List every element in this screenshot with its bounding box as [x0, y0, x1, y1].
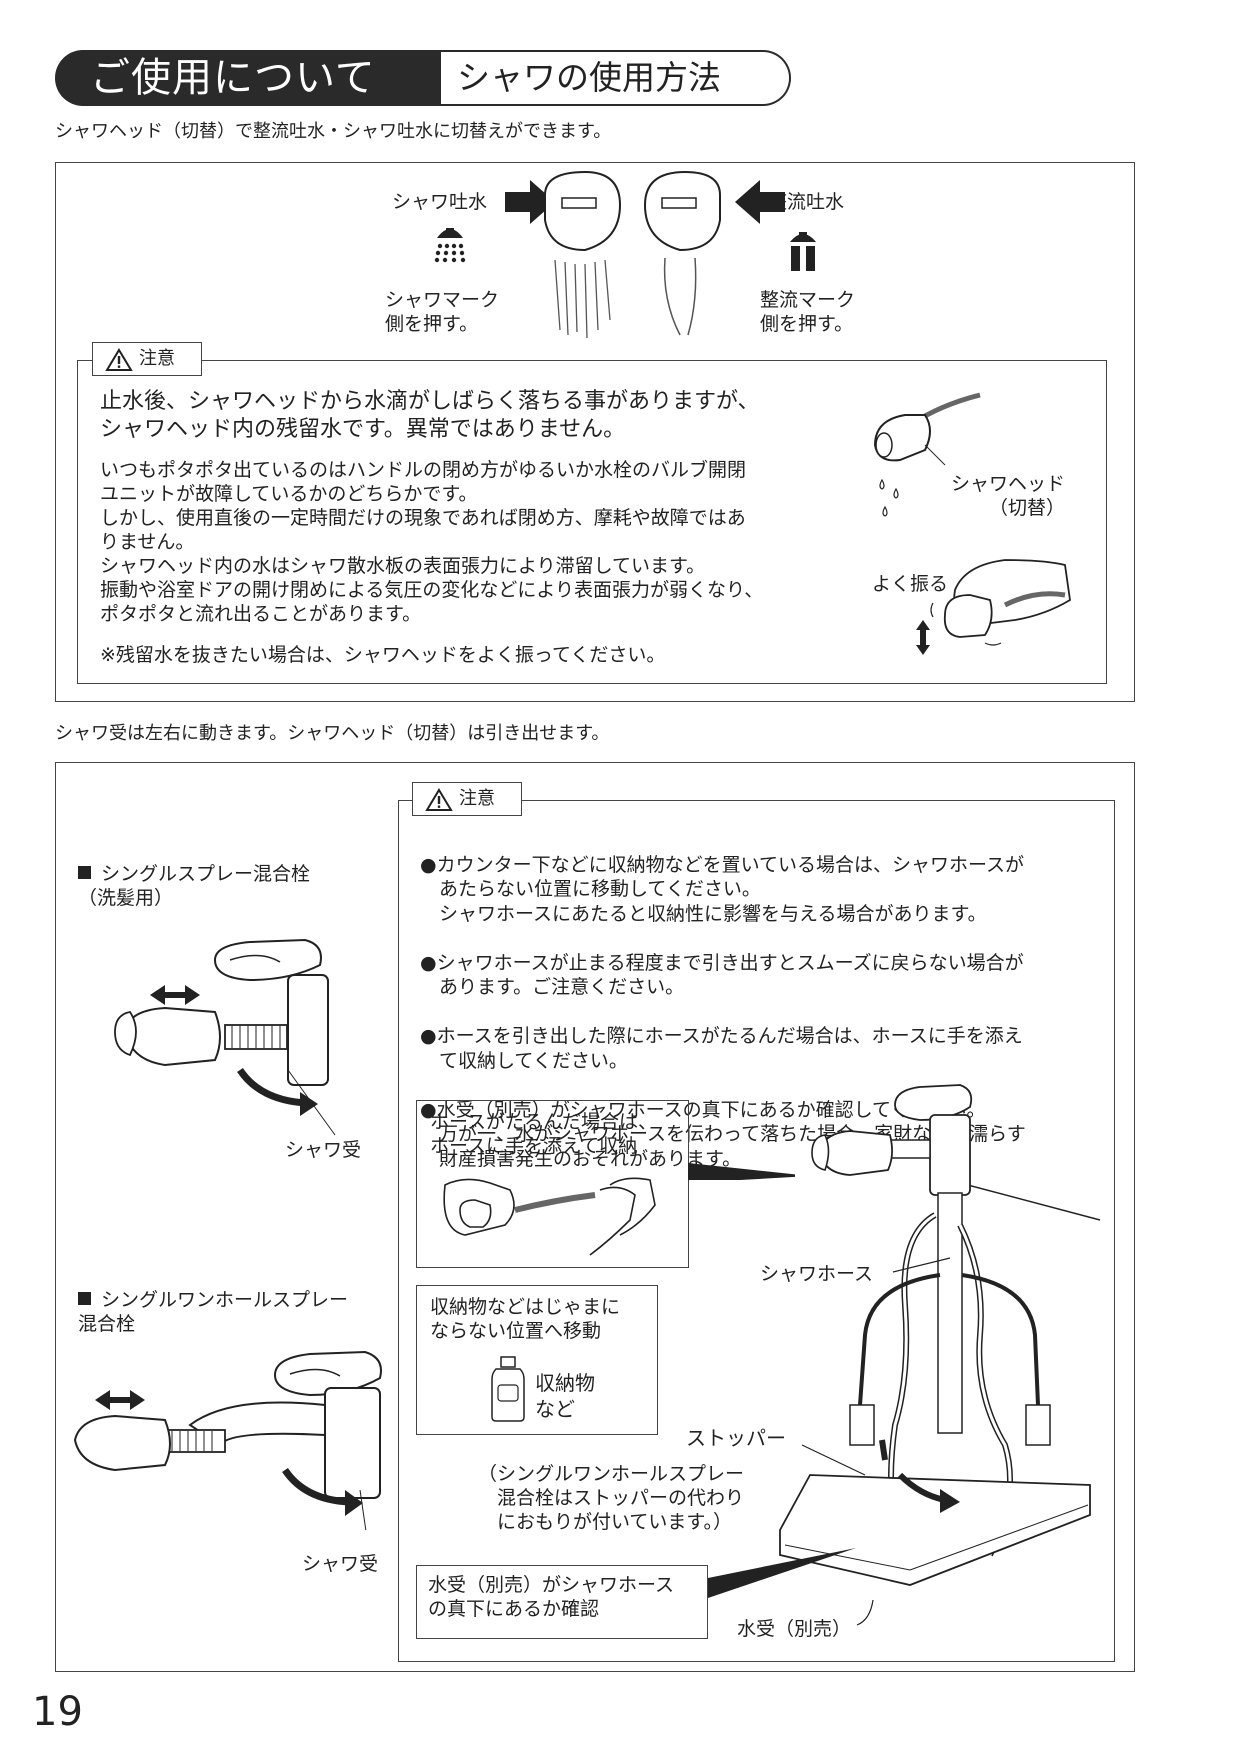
faucet1-title-text: シングルスプレー混合栓 （洗髪用）	[78, 863, 311, 909]
straight-mark-icon	[790, 232, 816, 271]
shower-hose-label: シャワホース	[760, 1263, 874, 1285]
shower-mark-icon	[434, 228, 466, 263]
straight-mark-caption: 整流マーク 側を押す。	[760, 289, 856, 335]
faucet1-receiver: シャワ受	[285, 1139, 362, 1161]
hand-guiding-hose-illustration	[443, 1177, 656, 1256]
section1-frame	[55, 162, 1135, 702]
storage-note: 収納物などはじゃまに ならない位置へ移動	[430, 1296, 621, 1342]
straight-spray-label: 整流吐水	[768, 191, 845, 213]
caution-tab-2: 注意	[412, 782, 522, 816]
caution-item: ●シャワホースが止まる程度まで引き出すとスムーズに戻らない場合が あります。ご注…	[420, 951, 1024, 999]
shower-mark-caption: シャワマーク 側を押す。	[385, 289, 500, 335]
square-bullet-icon	[78, 1292, 91, 1305]
caution-note: ※残留水を抜きたい場合は、シャワヘッドをよく振ってください。	[100, 644, 666, 666]
caution-item: ●カウンター下などに収納物などを置いている場合は、シャワホースが あたらない位置…	[420, 853, 1025, 925]
faucet2-receiver: シャワ受	[302, 1553, 379, 1575]
page-number: 19	[32, 1689, 83, 1735]
faucet1-title: シングルスプレー混合栓 （洗髪用）	[78, 862, 310, 910]
shower-head-straight-illustration	[643, 170, 785, 336]
tray-label: 水受（別売）	[737, 1618, 852, 1640]
square-bullet-icon	[78, 866, 91, 879]
stopper-note: （シングルワンホールスプレー 混合栓はストッパーの代わり におもりが付いています…	[478, 1463, 745, 1533]
callout-pointer	[688, 1163, 795, 1180]
shower-head-label: シャワヘッド （切替）	[950, 473, 1065, 519]
section-title: ご使用について	[55, 50, 441, 106]
shake-label: よく振る	[872, 573, 949, 595]
tray-check-note: 水受（別売）がシャワホース の真下にあるか確認	[428, 1574, 675, 1620]
caution-label-2: 注意	[459, 788, 495, 809]
under-sink-installation-illustration	[779, 1084, 1101, 1586]
caution-item: ●水受（別売）がシャワホースの真下にあるか確認してください。 万が一、水がシャワ…	[420, 1098, 1026, 1170]
caution-box-1	[77, 360, 1107, 684]
caution-lead: 止水後、シャワヘッドから水滴がしばらく落ちる事がありますが、 シャワヘッド内の残…	[100, 389, 760, 442]
storage-box	[416, 1285, 658, 1435]
dripping-shower-head-illustration	[873, 392, 981, 517]
caution-body: いつもポタポタ出ているのはハンドルの閉め方がゆるいか水栓のバルブ開閉 ユニットが…	[100, 459, 764, 625]
storage-item-label: 収納物 など	[535, 1371, 595, 1421]
section1-intro: シャワヘッド（切替）で整流吐水・シャワ吐水に切替えができます。	[55, 121, 612, 142]
shower-spray-label: シャワ吐水	[392, 191, 488, 213]
caution-items: ●カウンター下などに収納物などを置いている場合は、シャワホースが あたらない位置…	[420, 828, 1110, 1196]
caution-item: ●ホースを引き出した際にホースがたるんだ場合は、ホースに手を添え て収納してくだ…	[420, 1025, 1023, 1072]
shaking-hand-illustration	[916, 559, 1071, 655]
caution-tab-1: 注意	[92, 342, 202, 376]
warning-icon	[105, 348, 133, 371]
tray-callout-pointer	[708, 1548, 856, 1598]
tray-leader	[856, 1599, 874, 1626]
tray-check-box	[416, 1565, 708, 1639]
faucet2-title-text: シングルワンホールスプレー 混合栓	[78, 1289, 349, 1335]
stopper-leader	[801, 1444, 866, 1476]
caution-label-1: 注意	[139, 348, 175, 369]
hose-slack-note: ホースがたるんだ場合は、 ホースに手を添えて収納	[430, 1111, 658, 1157]
warning-icon	[425, 788, 453, 811]
bottle-icon	[491, 1356, 525, 1422]
shower-hose-leader	[892, 1257, 951, 1273]
single-spray-faucet-illustration	[114, 938, 336, 1136]
stopper-label: ストッパー	[686, 1426, 786, 1450]
hose-slack-box	[416, 1100, 689, 1268]
shower-head-spray-illustration	[505, 170, 622, 339]
subsection-title: シャワの使用方法	[441, 50, 791, 106]
single-onehole-faucet-illustration	[73, 1350, 382, 1530]
faucet2-title: シングルワンホールスプレー 混合栓	[78, 1288, 348, 1336]
caution-box-2	[398, 800, 1115, 1662]
section2-intro: シャワ受は左右に動きます。シャワヘッド（切替）は引き出せます。	[55, 723, 610, 744]
section2-frame	[55, 762, 1135, 1672]
